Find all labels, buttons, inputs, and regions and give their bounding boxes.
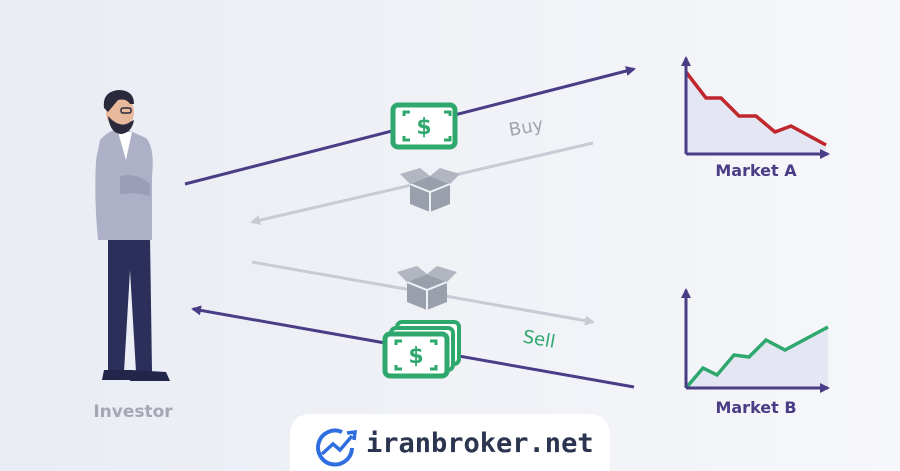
market-a-label: Market A: [715, 161, 797, 180]
market-a-area: [686, 72, 826, 154]
brand-text: iranbroker.net: [366, 428, 594, 459]
package-box-icon: [400, 168, 460, 212]
growth-chart-logo-icon: [316, 428, 358, 467]
market-b-area: [686, 327, 828, 388]
brand-badge[interactable]: iranbroker.net: [290, 414, 610, 471]
svg-text:$: $: [416, 115, 431, 140]
brand-badge-background: [290, 414, 610, 471]
package-box-icon: [397, 266, 457, 310]
dollar-bills-stack-icon: $: [382, 320, 461, 379]
market-b-chart: [681, 288, 830, 393]
investor-figure: [95, 90, 170, 381]
market-a-line: [684, 70, 827, 147]
dollar-bill-icon: $: [390, 102, 458, 150]
investor-label: Investor: [93, 402, 173, 422]
market-a-chart: [681, 56, 830, 159]
market-b-line: [684, 325, 829, 390]
svg-text:$: $: [408, 344, 423, 369]
market-b-label: Market B: [715, 398, 796, 417]
